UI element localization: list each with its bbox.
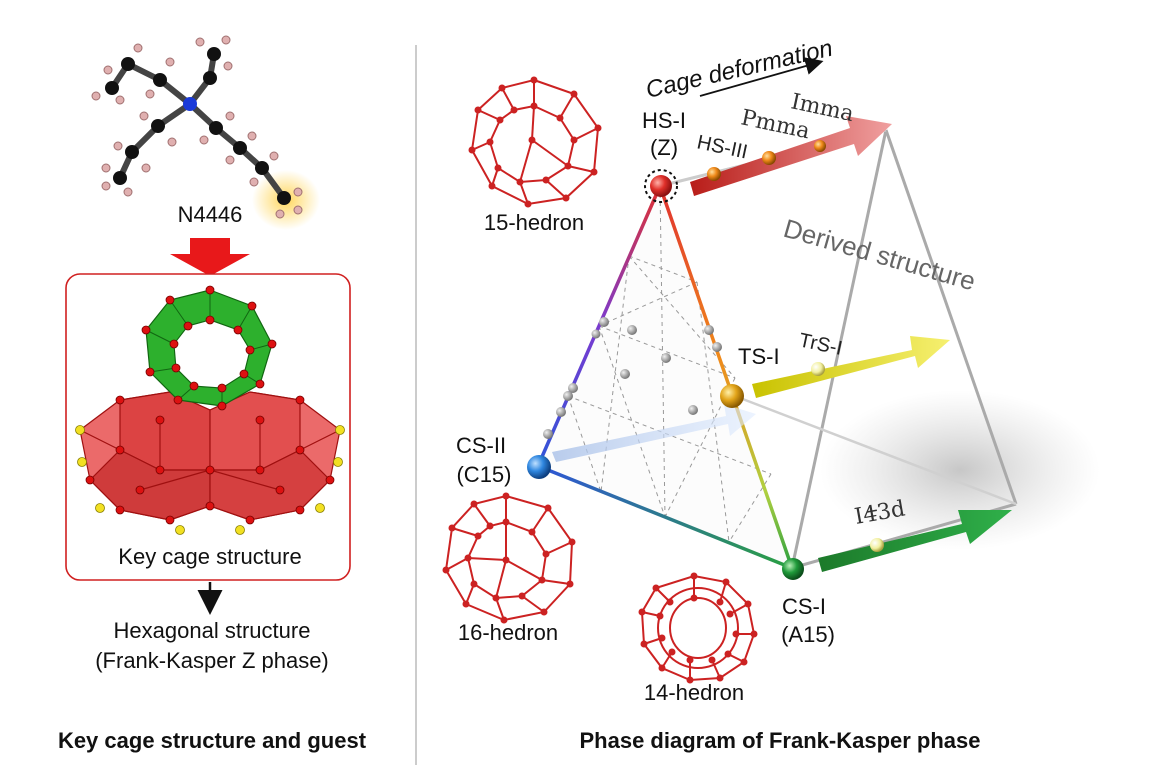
right-footer-title: Phase diagram of Frank-Kasper phase xyxy=(579,728,980,753)
hs1-sublabel: (Z) xyxy=(650,135,678,160)
cs1-sublabel: (A15) xyxy=(781,622,835,647)
left-footer-title: Key cage structure and guest xyxy=(58,728,367,753)
hs3-point xyxy=(707,167,721,181)
hs1-label: HS-I xyxy=(642,108,686,133)
result-line-1: Hexagonal structure xyxy=(114,618,311,643)
ts-derived-arrow xyxy=(752,336,950,398)
cs1-vertex-sphere xyxy=(782,558,804,580)
cs2-vertex-sphere xyxy=(527,455,551,479)
tetra-back-edge-ts xyxy=(739,396,1017,506)
hs3-label: HS-III xyxy=(695,131,750,163)
cs2-label: CS-II xyxy=(456,433,506,458)
sixteen-hedron-atoms xyxy=(442,492,576,624)
i43d-overbar xyxy=(866,509,877,513)
ts1-label: TS-I xyxy=(738,344,780,369)
grey-data-points xyxy=(543,317,722,439)
fifteen-hedron-label: 15-hedron xyxy=(484,210,584,235)
cage-deformation-arrow xyxy=(699,57,824,97)
n4446-molecule xyxy=(91,35,320,230)
ternary-face xyxy=(538,186,792,568)
fourteen-hedron-atoms xyxy=(638,572,758,684)
result-line-2: (Frank-Kasper Z phase) xyxy=(95,648,329,673)
edge-hs-cs1 xyxy=(658,185,794,569)
hs1-selected-ring xyxy=(644,169,678,203)
edge-cs2-cs1 xyxy=(537,464,793,570)
trs1-point xyxy=(811,362,825,376)
fourteen-hedron-illustration xyxy=(640,574,756,682)
cage-box-label: Key cage structure xyxy=(118,544,301,569)
imma-point xyxy=(814,140,826,152)
derived-structure-label: Derived structure xyxy=(780,213,979,296)
tetrahedron-shadow xyxy=(820,390,1100,550)
hs1-vertex-sphere xyxy=(650,175,672,197)
blue-translucent-arrow xyxy=(552,404,756,462)
hs-derived-arrow xyxy=(690,116,892,196)
edge-hs-cs2 xyxy=(536,185,662,467)
trs1-label: TrS-I xyxy=(797,329,844,360)
pmma-point xyxy=(762,151,776,165)
nitrogen-atom xyxy=(183,97,197,111)
fourteen-hedron-label: 14-hedron xyxy=(644,680,744,705)
cs2-sublabel: (C15) xyxy=(456,462,511,487)
fifteen-hedron-atoms xyxy=(468,76,602,208)
sixteen-hedron-label: 16-hedron xyxy=(458,620,558,645)
cs1-derived-arrow xyxy=(818,510,1012,572)
key-cage-illustration xyxy=(75,285,345,535)
molecule-label: N4446 xyxy=(178,202,243,227)
red-down-arrow xyxy=(170,238,250,276)
cs1-label: CS-I xyxy=(782,594,826,619)
i43d-point xyxy=(870,538,884,552)
ts1-vertex-sphere xyxy=(720,384,744,408)
